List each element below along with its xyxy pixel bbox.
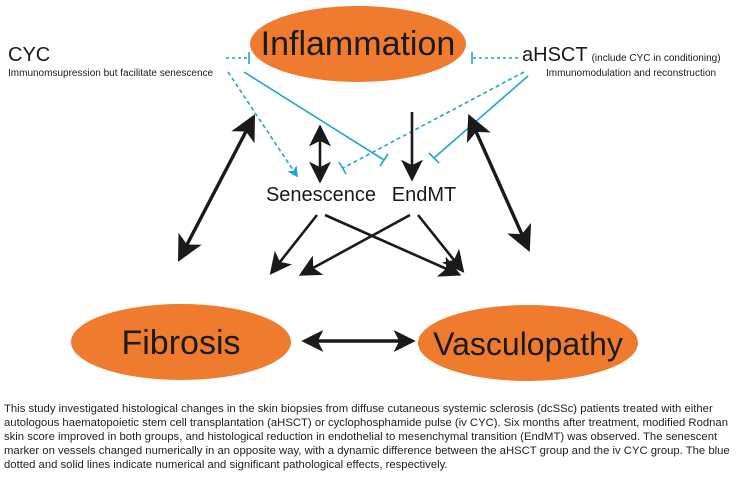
ahsct-inhibit-senescence-bar bbox=[338, 161, 347, 175]
ahsct-subtitle: Immunomodulation and reconstruction bbox=[546, 68, 716, 79]
senescence-label: Senescence bbox=[266, 184, 376, 206]
inflammation-node bbox=[250, 6, 466, 82]
cyc-effects bbox=[226, 52, 389, 178]
ahsct-inhibit-endmt-bar bbox=[428, 152, 440, 164]
cyc-title: CYC bbox=[8, 44, 50, 66]
vasculopathy-node bbox=[418, 305, 638, 381]
cyc-subtitle: Immunomsupression but facilitate senesce… bbox=[8, 68, 214, 79]
ahsct-title-main: aHSCT bbox=[522, 44, 588, 66]
vasculopathy-label: Vasculopathy bbox=[433, 326, 623, 362]
arrow-inflammation-fibrosis bbox=[177, 114, 256, 262]
ahsct-title: aHSCT (include CYC in conditioning) bbox=[522, 44, 721, 66]
arrow-senescence-vasculopathy bbox=[324, 213, 462, 277]
ahsct-title-note: (include CYC in conditioning) bbox=[592, 53, 721, 64]
ahsct-inhibit-senescence bbox=[342, 71, 525, 169]
arrow-inflammation-vasculopathy bbox=[466, 114, 532, 252]
fibrosis-label: Fibrosis bbox=[121, 324, 240, 362]
pathway-diagram: Inflammation Fibrosis Vasculopathy Senes… bbox=[8, 6, 721, 381]
causal-arrows bbox=[177, 112, 532, 352]
arrow-senescence-fibrosis bbox=[269, 214, 319, 275]
inflammation-label: Inflammation bbox=[261, 25, 456, 63]
fibrosis-node bbox=[71, 304, 291, 380]
cyc-inhibit-endmt-bar bbox=[379, 153, 389, 167]
cyc-inhibit-endmt bbox=[243, 71, 385, 161]
cyc-promote-senescence bbox=[227, 71, 299, 178]
arrow-endmt-fibrosis bbox=[298, 213, 411, 276]
figure-caption: This study investigated histological cha… bbox=[4, 403, 730, 471]
endmt-label: EndMT bbox=[392, 184, 456, 206]
arrow-endmt-vasculopathy bbox=[416, 214, 465, 273]
